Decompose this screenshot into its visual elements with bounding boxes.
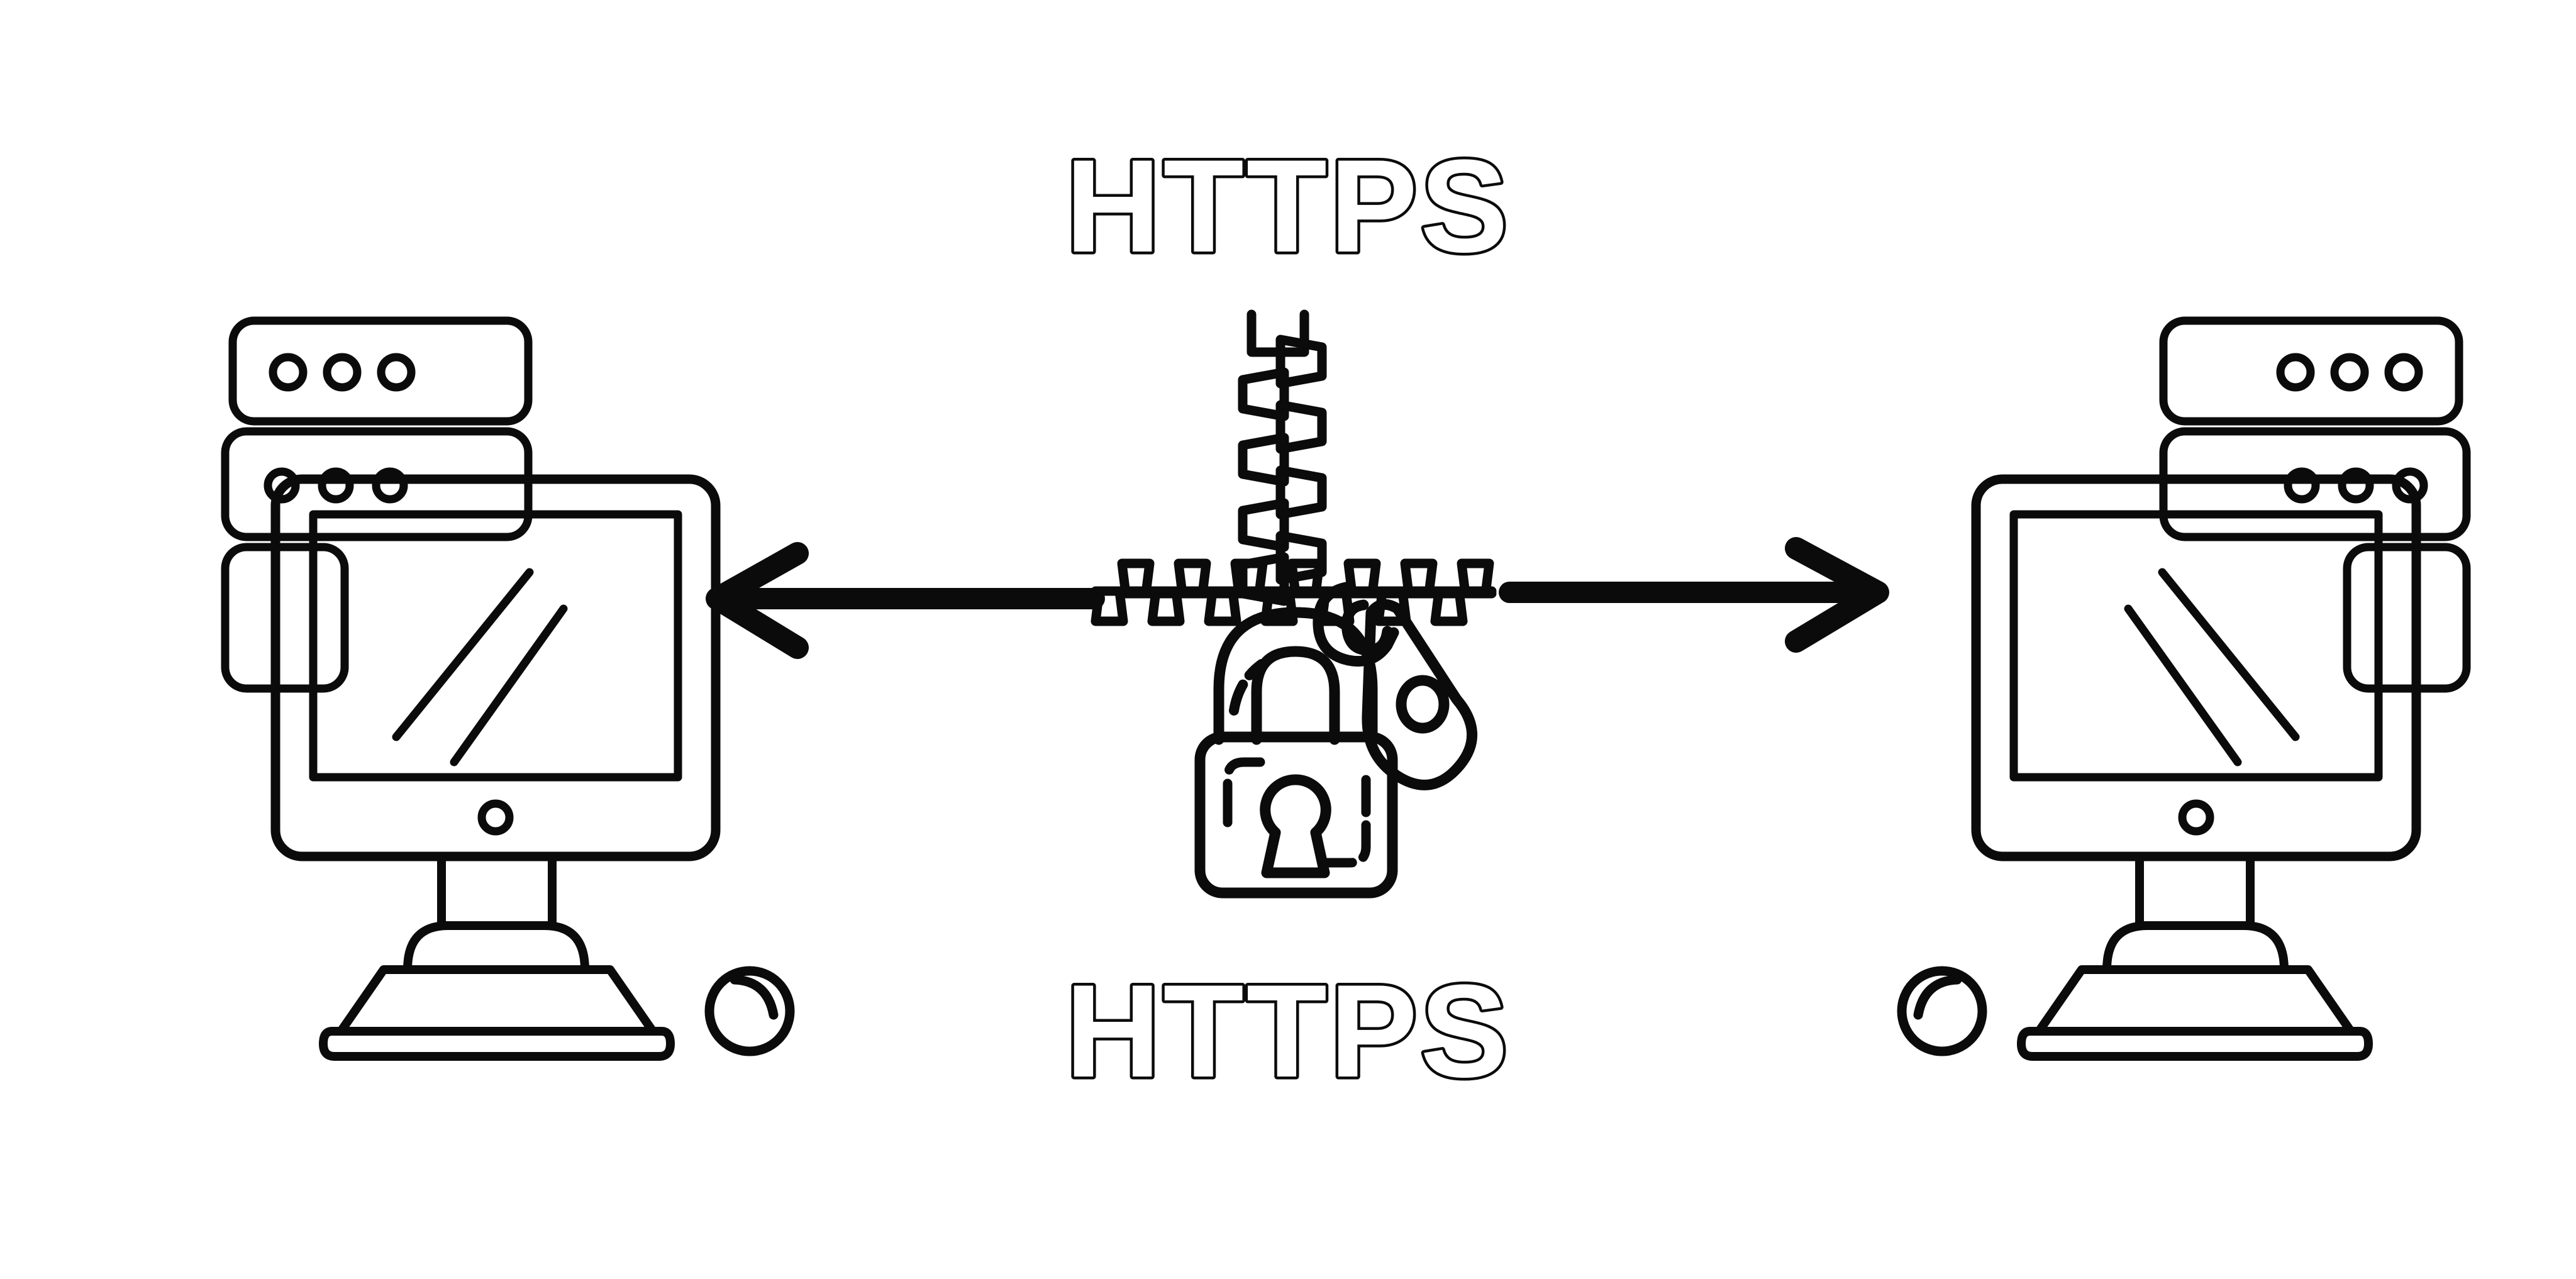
arrow-right-icon[interactable] [1499, 537, 1889, 653]
zipper-teeth-horizontal [1091, 563, 1497, 621]
arrow-left-icon[interactable] [706, 542, 1105, 659]
right-computer[interactable] [1902, 321, 2467, 1056]
keyhole-icon [1260, 774, 1331, 878]
protocol-label-bottom: HTTPS [1065, 957, 1511, 1105]
zipper-teeth-vertical [1243, 309, 1322, 601]
protocol-label-top: HTTPS [1065, 132, 1511, 280]
left-computer[interactable] [225, 321, 790, 1056]
padlock-icon[interactable] [1194, 607, 1398, 899]
